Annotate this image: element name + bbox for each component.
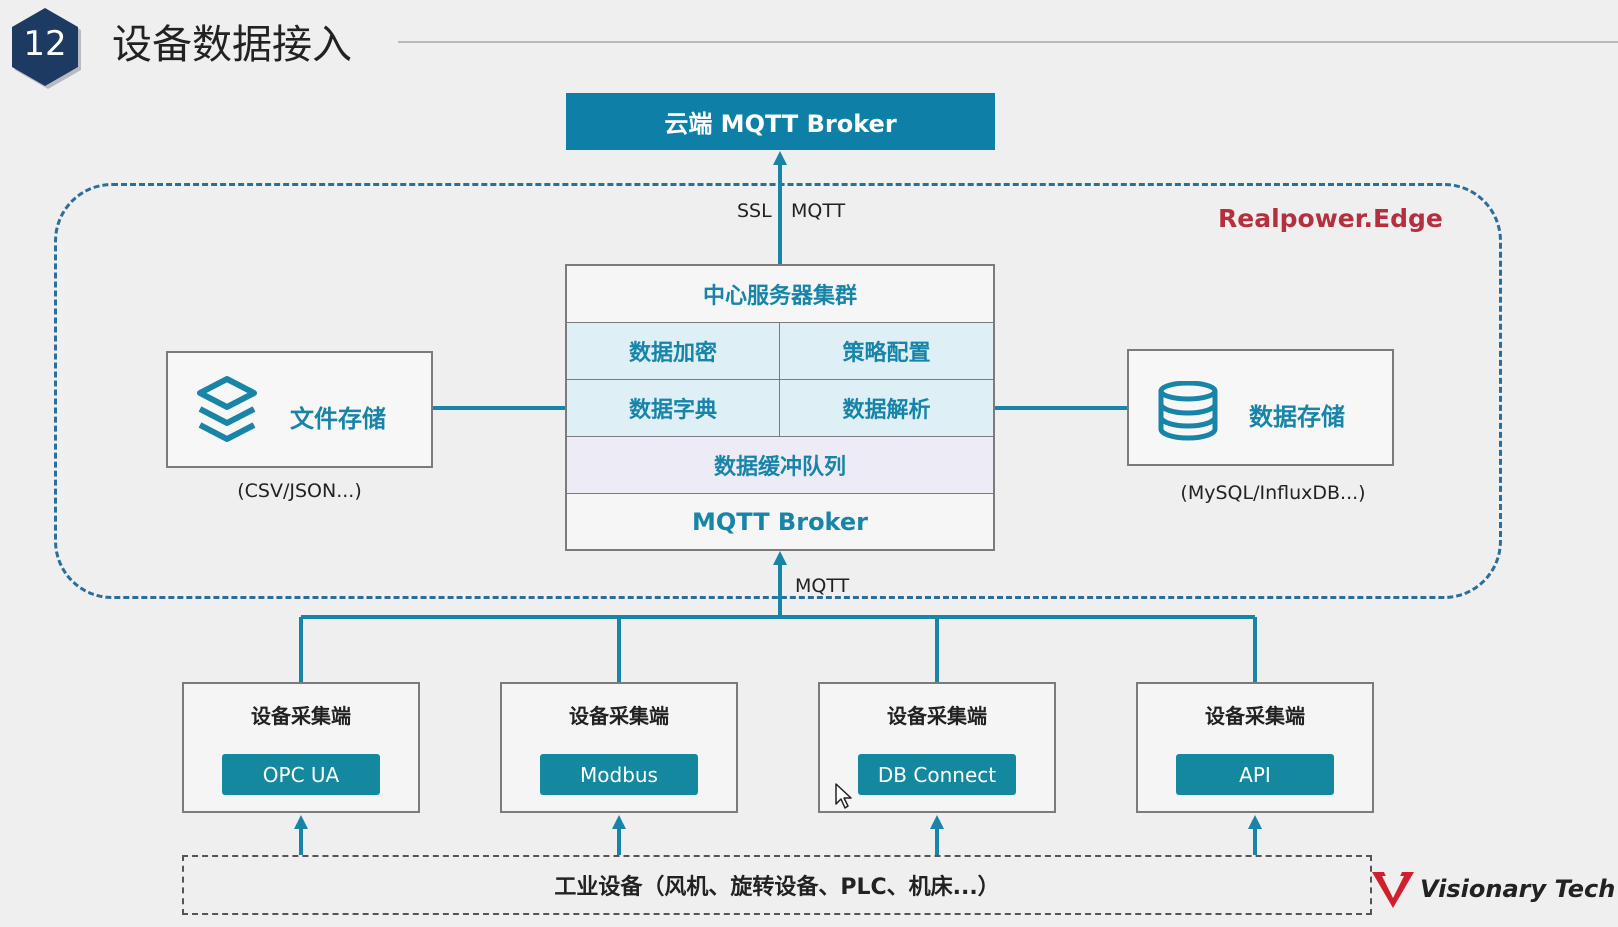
uplink-mqtt-label: MQTT [791, 200, 846, 222]
cloud-mqtt-broker: 云端 MQTT Broker [566, 93, 995, 150]
collector-title: 设备采集端 [569, 704, 669, 728]
layers-icon [197, 376, 257, 442]
data-storage-label: 数据存储 [1249, 403, 1345, 431]
file-storage-label: 文件存储 [290, 405, 386, 433]
collector-title: 设备采集端 [887, 704, 987, 728]
downlink-mqtt-label: MQTT [795, 575, 850, 597]
file-storage-sub: (CSV/JSON...) [237, 480, 362, 502]
industrial-equipment-label: 工业设备（风机、旋转设备、PLC、机床...） [554, 875, 1000, 900]
slide-number-badge [12, 8, 81, 89]
collector-title: 设备采集端 [1205, 704, 1305, 728]
cluster-cell-policy-text: 策略配置 [842, 341, 931, 366]
visionary-tech-logo-icon [1372, 872, 1414, 908]
data-storage-sub: (MySQL/InfluxDB...) [1180, 482, 1366, 504]
collector-protocol-opcua: OPC UA [222, 754, 380, 795]
collector-protocol-modbus: Modbus [540, 754, 698, 795]
data-storage-box: 数据存储 [1127, 349, 1394, 466]
industrial-equipment: 工业设备（风机、旋转设备、PLC、机床...） [182, 855, 1372, 915]
collector-opcua: 设备采集端 OPC UA [182, 682, 420, 813]
cluster-cell-parsing: 数据解析 [780, 380, 993, 437]
slide-number: 12 [23, 24, 67, 64]
mouse-cursor-icon [835, 783, 852, 809]
cloud-mqtt-broker-label: 云端 MQTT Broker [664, 110, 897, 138]
cluster-cell-encryption-text: 数据加密 [628, 341, 717, 366]
file-storage-box: 文件存储 [166, 351, 433, 468]
collector-title: 设备采集端 [251, 704, 351, 728]
uplink-ssl-label: SSL [737, 200, 772, 222]
collector-dbconnect: 设备采集端 DB Connect [818, 682, 1056, 813]
brand-name: Visionary Tech [1420, 875, 1616, 903]
edge-mqtt-broker: MQTT Broker [567, 494, 993, 549]
cluster-title: 中心服务器集群 [567, 266, 993, 323]
collector-protocol-dbconnect: DB Connect [858, 754, 1016, 795]
collector-modbus: 设备采集端 Modbus [500, 682, 738, 813]
edge-mqtt-broker-text: MQTT Broker [692, 507, 868, 536]
cluster-cell-encryption: 数据加密 [567, 323, 780, 380]
cluster-title-text: 中心服务器集群 [702, 284, 857, 309]
edge-name: Realpower.Edge [1218, 204, 1443, 233]
collector-protocol-api: API [1176, 754, 1334, 795]
cluster-buffer-queue-text: 数据缓冲队列 [713, 455, 846, 480]
collector-api: 设备采集端 API [1136, 682, 1374, 813]
cluster-buffer-queue: 数据缓冲队列 [567, 437, 993, 494]
cluster-cell-parsing-text: 数据解析 [842, 398, 931, 423]
server-cluster: 中心服务器集群 数据加密 策略配置 数据字典 数据解析 数据缓冲队列 MQTT … [565, 264, 995, 551]
slide-title: 设备数据接入 [112, 22, 352, 68]
cluster-cell-dictionary-text: 数据字典 [628, 398, 717, 423]
cluster-cell-dictionary: 数据字典 [567, 380, 780, 437]
database-icon [1158, 381, 1218, 441]
title-divider [398, 41, 1618, 43]
cluster-cell-policy: 策略配置 [780, 323, 993, 380]
